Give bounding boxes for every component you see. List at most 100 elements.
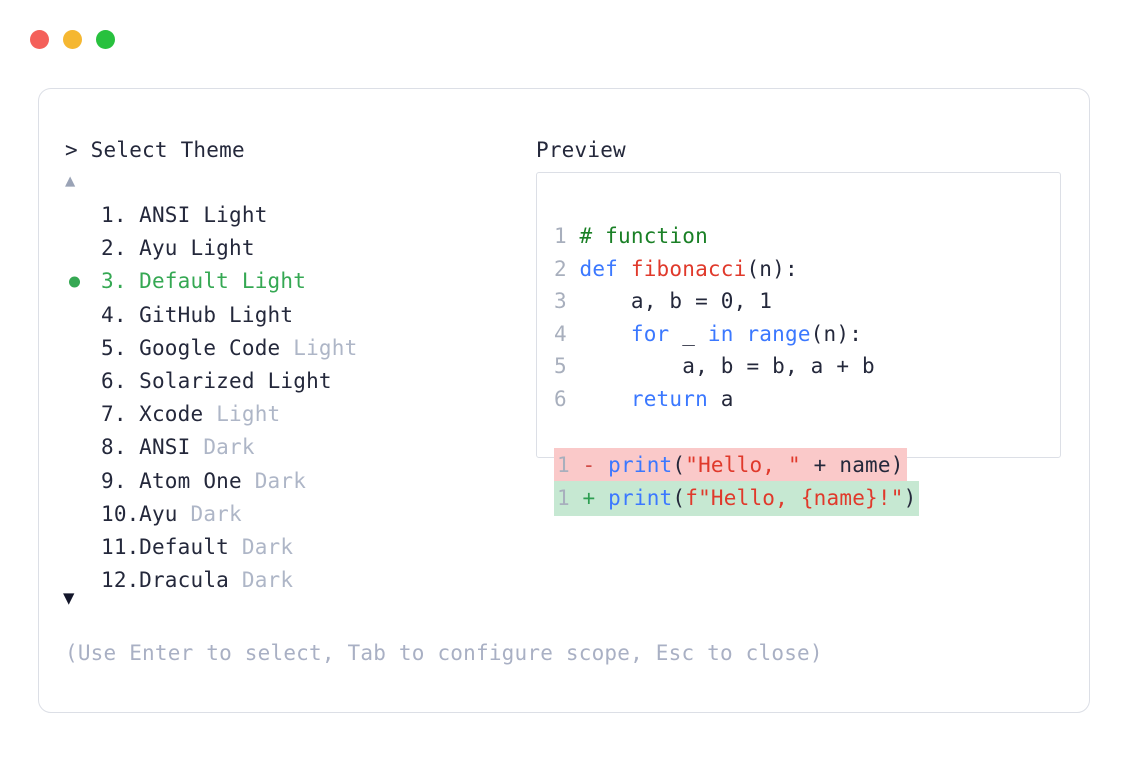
theme-item-variant: Light xyxy=(216,402,281,427)
keyboard-hint: (Use Enter to select, Tab to configure s… xyxy=(65,641,823,665)
theme-item-index: 5. xyxy=(101,335,127,360)
code-token: for xyxy=(630,321,670,346)
theme-item-label: 2. Ayu Light xyxy=(101,232,255,265)
theme-item-label: 10. Ayu Dark xyxy=(101,498,242,531)
diff-line-add: 1 + print(f"Hello, {name}!") xyxy=(554,480,920,517)
code-token: a xyxy=(707,386,734,411)
line-number: 3 xyxy=(554,289,567,314)
theme-item-label: 11. Default Dark xyxy=(101,531,293,564)
code-token: ( xyxy=(672,453,686,478)
diff-sign: + xyxy=(582,485,596,510)
theme-item-index: 4. xyxy=(101,302,127,327)
theme-item-index: 2. xyxy=(101,236,127,261)
theme-item-index: 7. xyxy=(101,402,127,427)
minimize-button[interactable] xyxy=(63,30,82,49)
close-button[interactable] xyxy=(30,30,49,49)
theme-list-item[interactable]: 8. ANSI Dark xyxy=(65,431,505,464)
theme-item-index: 9. xyxy=(101,468,127,493)
code-token: print xyxy=(608,485,673,510)
code-token: a, b = b, a + b xyxy=(579,354,875,379)
code-token: def xyxy=(579,256,631,281)
theme-item-label: 6. Solarized Light xyxy=(101,365,332,398)
code-line: 5 a, b = b, a + b xyxy=(554,350,919,383)
code-blank-line xyxy=(554,416,919,449)
theme-list-item[interactable]: 3. Default Light xyxy=(65,265,505,298)
code-token: return xyxy=(630,386,708,411)
code-line: 1 # function xyxy=(554,220,919,253)
code-token: print xyxy=(608,453,673,478)
code-token: f"Hello, {name}!" xyxy=(685,485,904,510)
code-token: ( xyxy=(672,485,686,510)
line-number: 6 xyxy=(554,386,567,411)
theme-list-item[interactable]: 5. Google Code Light xyxy=(65,332,505,365)
theme-list-item[interactable]: 11. Default Dark xyxy=(65,531,505,564)
theme-item-label: 7. Xcode Light xyxy=(101,398,280,431)
theme-item-label: 3. Default Light xyxy=(101,265,306,298)
theme-item-index: 10. xyxy=(101,501,140,526)
diff-sign: - xyxy=(582,453,596,478)
code-token: ) xyxy=(903,485,917,510)
scroll-down-icon[interactable]: ▼ xyxy=(63,587,75,609)
code-token: (n): xyxy=(746,256,798,281)
code-token: # function xyxy=(579,224,708,248)
theme-list-item[interactable]: 1. ANSI Light xyxy=(65,199,505,232)
line-number: 4 xyxy=(554,321,567,346)
theme-list-item[interactable]: 6. Solarized Light xyxy=(65,365,505,398)
theme-list-item[interactable]: 7. Xcode Light xyxy=(65,398,505,431)
theme-list-item[interactable]: 2. Ayu Light xyxy=(65,232,505,265)
code-token: in xyxy=(707,321,747,346)
diff-line-del: 1 - print("Hello, " + name) xyxy=(554,448,919,484)
theme-item-label: 8. ANSI Dark xyxy=(101,431,255,464)
theme-item-variant: Light xyxy=(267,368,332,393)
code-token: _ xyxy=(669,321,708,346)
theme-list-item[interactable]: 4. GitHub Light xyxy=(65,299,505,332)
code-token: , xyxy=(733,289,760,314)
theme-item-variant: Dark xyxy=(190,501,242,526)
theme-item-variant: Light xyxy=(203,203,268,227)
theme-list-item[interactable]: 9. Atom One Dark xyxy=(65,465,505,498)
code-token: fibonacci xyxy=(630,256,747,281)
theme-picker-card: > Select Theme Preview ▲ ▼ 1. ANSI Light… xyxy=(38,88,1090,713)
code-line: 2 def fibonacci(n): xyxy=(554,253,919,286)
code-token: (n): xyxy=(810,321,863,346)
code-line: 6 return a xyxy=(554,383,919,416)
theme-list-item[interactable]: 10. Ayu Dark xyxy=(65,498,505,531)
theme-item-variant: Light xyxy=(229,302,294,327)
theme-item-label: 5. Google Code Light xyxy=(101,332,357,365)
code-token: a, b = xyxy=(579,289,721,314)
code-token: 0 xyxy=(720,289,734,314)
window-titlebar xyxy=(30,30,115,49)
theme-item-index: 6. xyxy=(101,368,127,393)
code-token: range xyxy=(746,321,811,346)
diff-highlight: 1 + print(f"Hello, {name}!") xyxy=(554,480,920,517)
selected-bullet-icon xyxy=(69,276,80,288)
theme-item-index: 8. xyxy=(101,435,127,460)
theme-list-item[interactable]: 12. Dracula Dark xyxy=(65,564,505,597)
code-token: 1 xyxy=(759,289,773,314)
theme-item-label: 1. ANSI Light xyxy=(101,199,268,232)
theme-item-label: 12. Dracula Dark xyxy=(101,564,293,597)
code-token xyxy=(579,387,630,411)
line-number: 1 xyxy=(557,485,570,510)
line-number: 5 xyxy=(554,354,567,379)
code-token: "Hello, " xyxy=(685,453,801,478)
theme-item-label: 4. GitHub Light xyxy=(101,299,293,332)
theme-item-index: 11. xyxy=(101,534,140,559)
diff-highlight: 1 - print("Hello, " + name) xyxy=(554,448,907,484)
preview-label: Preview xyxy=(536,138,626,162)
line-number: 2 xyxy=(554,256,567,281)
theme-item-variant: Dark xyxy=(254,468,307,493)
theme-item-index: 1. xyxy=(101,203,127,227)
code-line: 4 for _ in range(n): xyxy=(554,318,919,351)
theme-item-variant: Dark xyxy=(241,568,294,593)
maximize-button[interactable] xyxy=(96,30,115,49)
scroll-up-icon[interactable]: ▲ xyxy=(65,171,76,191)
theme-item-variant: Light xyxy=(241,269,307,294)
line-number: 1 xyxy=(554,224,567,248)
theme-item-index: 3. xyxy=(101,269,127,294)
theme-item-index: 12. xyxy=(101,568,140,593)
code-line: 3 a, b = 0, 1 xyxy=(554,285,919,318)
